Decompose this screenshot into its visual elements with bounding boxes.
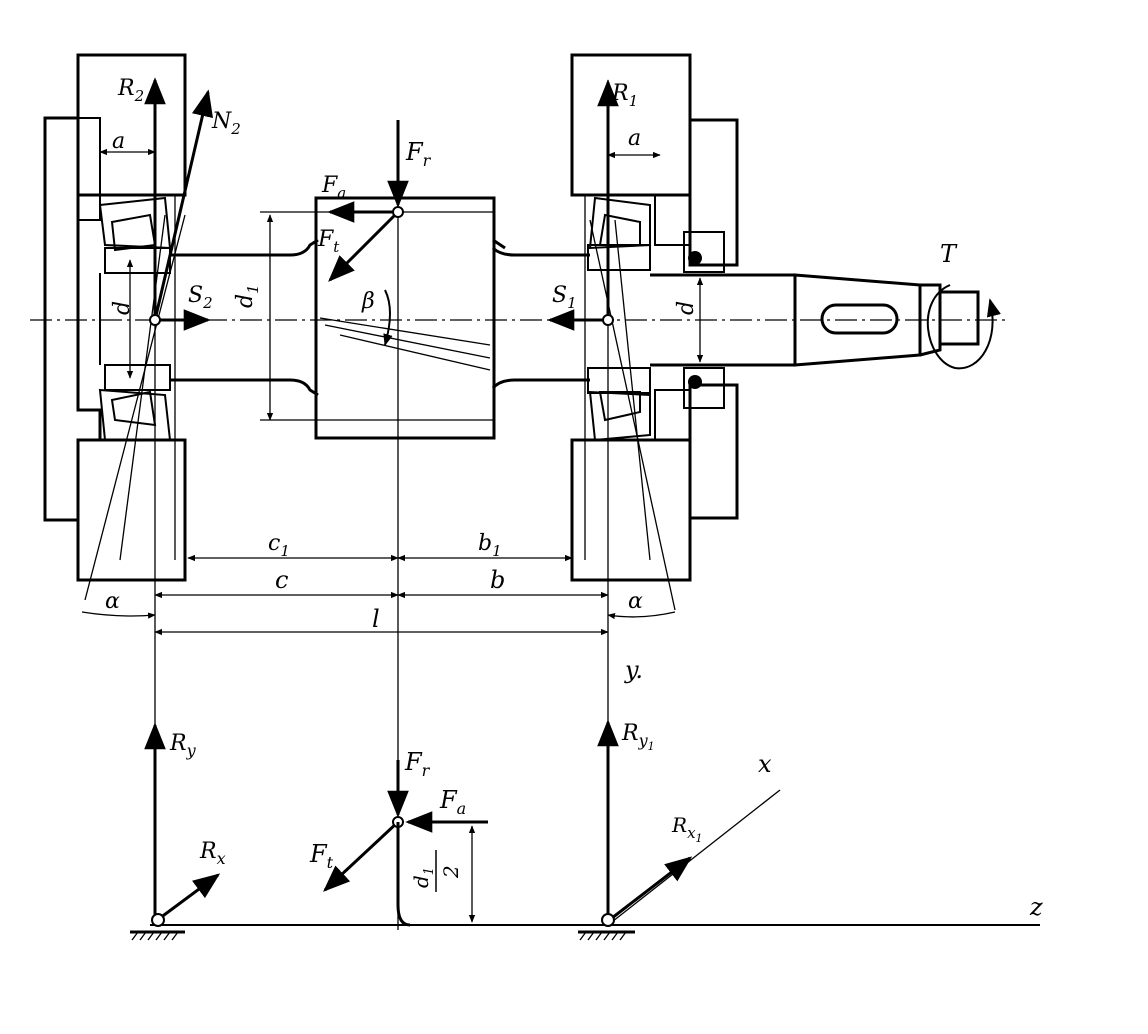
l-label: l: [372, 605, 380, 633]
left-end-cover: [43, 116, 102, 522]
d1-label: d1: [233, 284, 262, 308]
force-point: [392, 206, 404, 218]
helical-gear: [314, 196, 496, 440]
beta-label: β: [361, 289, 375, 314]
left-alpha-label: α: [105, 589, 120, 614]
rx-label: Rx: [199, 839, 226, 868]
fa-label: Fa: [321, 173, 346, 202]
fa-lower-label: Fa: [439, 786, 466, 818]
lever-den: 2: [439, 865, 463, 879]
lever-arm: [396, 822, 411, 927]
left-support: [130, 913, 185, 941]
r2-label: R2: [117, 76, 144, 105]
dimension-lines: [81, 554, 676, 636]
rx-arrow: [159, 873, 221, 920]
shaft: [170, 238, 980, 397]
right-a-label: a: [628, 126, 641, 151]
b-label: b: [490, 566, 505, 594]
left-center-point: [149, 314, 161, 326]
torque-arc: [926, 284, 1001, 370]
rx1-arrow: [611, 856, 693, 920]
right-support: [578, 913, 635, 941]
n2-label: N2: [211, 109, 241, 138]
lower-force-view: [130, 719, 1040, 941]
s2-label: S2: [188, 283, 213, 312]
left-a-label: a: [112, 129, 125, 154]
lever-fraction: d1 2: [409, 850, 463, 892]
right-d-label: d: [674, 301, 699, 315]
fr-label: Fr: [405, 138, 432, 170]
right-center-point: [602, 314, 614, 326]
rx1-label: Rx1: [671, 813, 703, 845]
fr-lower-label: Fr: [404, 748, 431, 780]
r1-label: R1: [611, 81, 638, 110]
beta-arc: [383, 289, 393, 347]
torque-label: T: [940, 240, 958, 268]
lever-num: d1: [409, 867, 437, 888]
ft-arrow: [328, 210, 400, 282]
z-axis-label: z: [1029, 893, 1043, 921]
x-axis: [607, 789, 781, 926]
b1-label: b1: [478, 531, 502, 560]
left-d-label: d: [110, 301, 135, 315]
ft-lower-arrow: [323, 820, 400, 892]
right-end-cover: [654, 118, 739, 520]
n2-arrow: [153, 89, 214, 321]
shaft-seals: [683, 231, 725, 409]
labels: R2 N2 R1 a a Fr Fa Ft β d1 d d S2 S1 T c…: [105, 76, 1043, 921]
ry-label: Ry: [169, 731, 197, 760]
y-label: y.: [624, 656, 643, 684]
left-housing: [76, 53, 187, 582]
right-tapered-bearing: [587, 196, 651, 442]
ft-lower-label: Ft: [309, 840, 334, 872]
c-label: c: [275, 566, 288, 594]
c1-label: c1: [268, 531, 290, 560]
upper-assembly-view: [30, 53, 1010, 930]
ry1-label: Ry1: [621, 721, 655, 753]
ft-label: Ft: [317, 227, 340, 256]
s1-label: S1: [552, 283, 577, 312]
bearing-pressure-lines: [84, 214, 676, 611]
x-axis-label: x: [758, 750, 772, 778]
right-alpha-label: α: [628, 589, 643, 614]
